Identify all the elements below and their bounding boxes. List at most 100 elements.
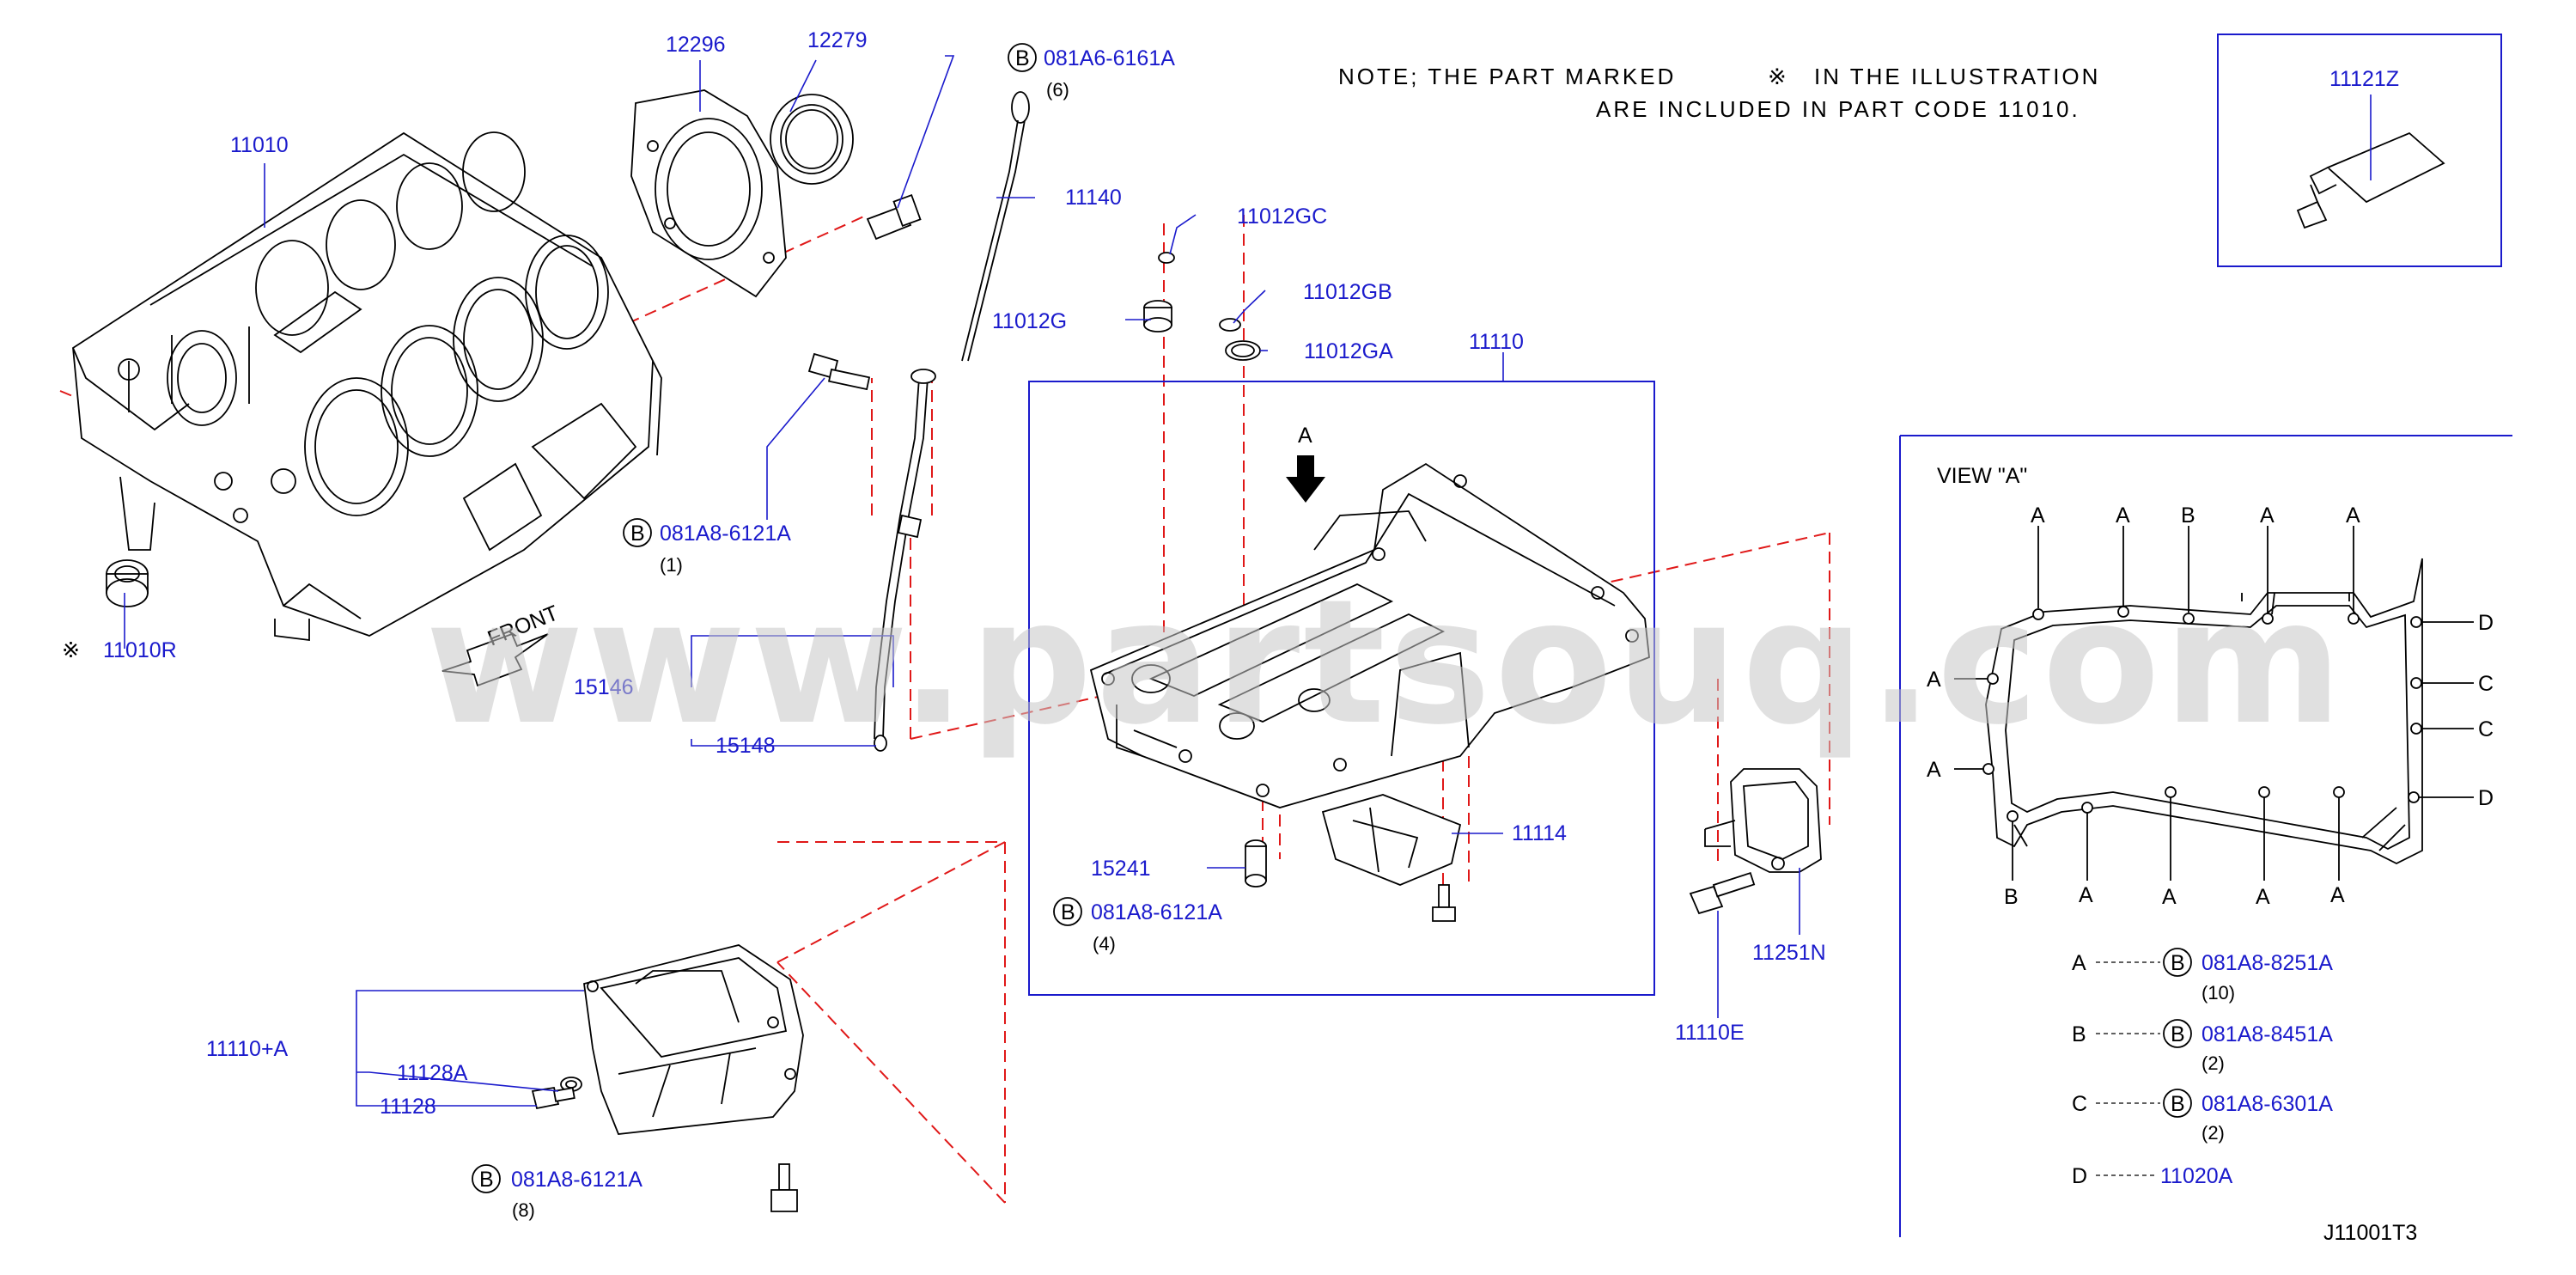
legend-qty-c: (2) bbox=[2201, 1122, 2225, 1144]
part-11012GC[interactable]: 11012GC bbox=[1237, 204, 1327, 229]
oil-filter-part-15241-drawing bbox=[1245, 839, 1267, 888]
part-11110-plus-A[interactable]: 11110+A bbox=[206, 1037, 289, 1061]
baffle-plate-11114-drawing bbox=[1321, 794, 1462, 886]
legend-key-b: B bbox=[2072, 1022, 2086, 1046]
bolt-qty-1: (1) bbox=[660, 554, 683, 576]
view-arrow-label: A bbox=[1298, 424, 1312, 448]
legend-bolt-b[interactable]: 081A8-8451A bbox=[2201, 1022, 2333, 1046]
view-label-right: D bbox=[2478, 786, 2494, 810]
legend-key-c: C bbox=[2072, 1092, 2087, 1116]
view-a-frame bbox=[1899, 435, 2512, 1237]
part-11110E[interactable]: 11110E bbox=[1675, 1021, 1745, 1045]
bolt-081A8-6121A-8-drawing bbox=[770, 1163, 798, 1212]
bolt-marker-label: B bbox=[2171, 1092, 2185, 1116]
bolt-081A6-6161A-drawing bbox=[866, 193, 922, 241]
included-mark: ※ bbox=[62, 638, 80, 662]
part-11110[interactable]: 11110 bbox=[1469, 330, 1524, 354]
view-label-bottom: A bbox=[2330, 883, 2345, 907]
bolt-marker-label: B bbox=[630, 522, 645, 546]
oil-seal-12279-drawing bbox=[770, 94, 854, 185]
part-12279[interactable]: 12279 bbox=[807, 28, 868, 52]
bolt-081A8-6121A-4-drawing bbox=[1432, 884, 1456, 922]
drain-plugs-drawing bbox=[1143, 252, 1261, 361]
part-15241[interactable]: 15241 bbox=[1091, 857, 1151, 881]
view-label-bottom: A bbox=[2079, 883, 2093, 907]
view-label-right: C bbox=[2478, 672, 2494, 696]
bolt-081A6-6161A[interactable]: 081A6-6161A bbox=[1044, 46, 1175, 70]
part-11140[interactable]: 11140 bbox=[1065, 186, 1122, 210]
view-label-left: A bbox=[1927, 668, 1941, 692]
bolt-081A8-6121A-1-drawing bbox=[807, 352, 871, 391]
seal-retainer-12296-drawing bbox=[630, 89, 787, 298]
part-11012GA[interactable]: 11012GA bbox=[1304, 339, 1393, 363]
bolt-11110E-drawing bbox=[1689, 871, 1756, 915]
part-leader-lines bbox=[124, 55, 2372, 1107]
view-label-top: B bbox=[2181, 503, 2195, 528]
view-a-bolt-holes bbox=[1982, 606, 2422, 822]
part-11251N[interactable]: 11251N bbox=[1752, 941, 1826, 965]
upper-oil-pan-11110-drawing bbox=[1089, 462, 1650, 808]
bolt-marker-label: B bbox=[2171, 951, 2185, 975]
legend-part-d[interactable]: 11020A bbox=[2160, 1164, 2233, 1188]
gasket-11251N-drawing bbox=[1704, 768, 1822, 873]
note-mark: ※ bbox=[1768, 64, 1789, 89]
bolt-qty-8: (8) bbox=[512, 1199, 535, 1221]
legend-key-d: D bbox=[2072, 1164, 2087, 1188]
legend-bolt-a[interactable]: 081A8-8251A bbox=[2201, 951, 2333, 975]
legend-dotted-leaders bbox=[2096, 961, 2160, 1176]
bolt-qty-4: (4) bbox=[1093, 933, 1116, 955]
legend-qty-b: (2) bbox=[2201, 1052, 2225, 1074]
part-12296[interactable]: 12296 bbox=[666, 33, 726, 57]
view-label-right: C bbox=[2478, 717, 2494, 741]
bolt-marker-label: B bbox=[479, 1168, 494, 1192]
bolt-marker-label: B bbox=[1061, 900, 1075, 924]
legend-qty-a: (10) bbox=[2201, 982, 2235, 1004]
legend-bolt-c[interactable]: 081A8-6301A bbox=[2201, 1092, 2333, 1116]
part-15146[interactable]: 15146 bbox=[574, 675, 634, 699]
view-a-title: VIEW "A" bbox=[1937, 464, 2027, 488]
lower-oil-pan-drawing bbox=[583, 944, 804, 1135]
view-label-top: A bbox=[2116, 503, 2130, 528]
bolt-b-markers bbox=[472, 43, 2192, 1193]
part-11128A[interactable]: 11128A bbox=[397, 1061, 468, 1085]
diagram-code: J11001T3 bbox=[2323, 1221, 2417, 1245]
dipstick-tube-15146-drawing bbox=[874, 369, 936, 752]
view-label-bottom: A bbox=[2162, 885, 2177, 909]
part-15148[interactable]: 15148 bbox=[716, 734, 776, 758]
part-11128[interactable]: 11128 bbox=[380, 1095, 436, 1119]
view-label-right: D bbox=[2478, 611, 2494, 635]
bolt-081A8-6121A-1[interactable]: 081A8-6121A bbox=[660, 522, 791, 546]
bolt-081A8-6121A-4[interactable]: 081A8-6121A bbox=[1091, 900, 1222, 924]
oil-pan-group-frame bbox=[1028, 381, 1655, 996]
part-11121Z[interactable]: 11121Z bbox=[2329, 67, 2399, 91]
cylinder-block-drawing bbox=[72, 131, 662, 642]
drain-plug-11128-drawing bbox=[531, 1077, 582, 1110]
bolt-marker-label: B bbox=[1015, 46, 1030, 70]
view-label-top: A bbox=[2346, 503, 2360, 528]
view-label-top: A bbox=[2260, 503, 2275, 528]
front-arrow-icon bbox=[442, 632, 549, 687]
bolt-081A8-6121A-8[interactable]: 081A8-6121A bbox=[511, 1168, 642, 1192]
plug-11010R-drawing bbox=[106, 559, 149, 607]
part-11114[interactable]: 11114 bbox=[1512, 821, 1567, 845]
note-line2: ARE INCLUDED IN PART CODE 11010. bbox=[1596, 96, 2080, 122]
sealant-tube-11121Z-drawing bbox=[2217, 34, 2502, 267]
part-11012G[interactable]: 11012G bbox=[992, 309, 1067, 333]
watermark: www.partsouq.com bbox=[425, 563, 2346, 763]
bolt-marker-label: B bbox=[2171, 1022, 2185, 1046]
view-label-left: A bbox=[1927, 758, 1941, 782]
view-a-leader-lines bbox=[1954, 526, 2474, 881]
note-line1: NOTE; THE PART MARKED bbox=[1338, 64, 1676, 89]
legend-key-a: A bbox=[2072, 951, 2086, 975]
view-label-bottom: A bbox=[2256, 885, 2270, 909]
part-11010[interactable]: 11010 bbox=[230, 133, 289, 157]
part-11012GB[interactable]: 11012GB bbox=[1303, 280, 1392, 304]
dipstick-11140-drawing bbox=[961, 91, 1030, 362]
view-label-top: A bbox=[2031, 503, 2045, 528]
view-arrow bbox=[1286, 455, 1325, 503]
view-a-oil-pan-outline bbox=[1985, 558, 2423, 865]
part-11010R[interactable]: 11010R bbox=[103, 638, 177, 662]
bolt-qty-6: (6) bbox=[1046, 79, 1069, 101]
view-label-bottom: B bbox=[2004, 885, 2019, 909]
